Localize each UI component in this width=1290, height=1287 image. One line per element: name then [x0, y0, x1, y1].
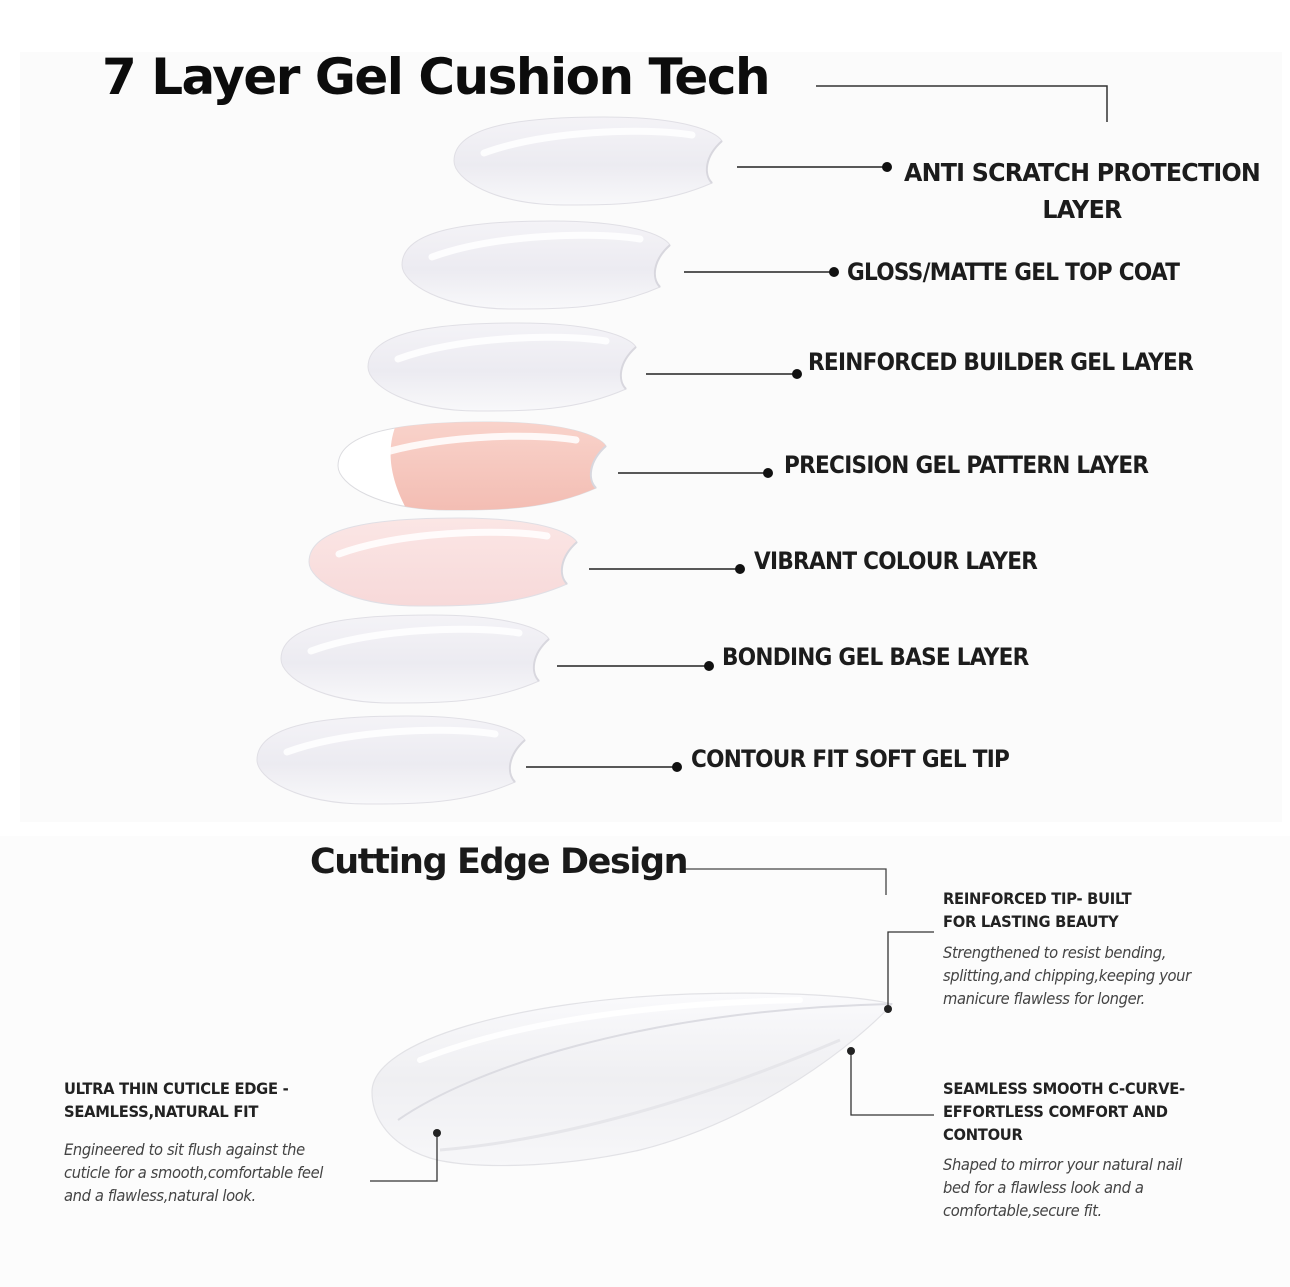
tip-leader-line	[887, 931, 934, 1009]
feature-tip-description: Strengthened to resist bending, splittin…	[943, 941, 1191, 1010]
layer-leader-dot	[763, 468, 773, 478]
feature-tip-heading-line: REINFORCED TIP- BUILT	[943, 889, 1132, 908]
layer-label-top-coat: GLOSS/MATTE GEL TOP COAT	[847, 258, 1180, 286]
nail-gloss-highlight	[364, 432, 580, 462]
layer-leader-dot	[735, 564, 745, 574]
nail-gloss-highlight	[428, 231, 644, 261]
side-nail-lower-shadow	[439, 1038, 841, 1152]
layer-label-anti-scratch: ANTI SCRATCH PROTECTION LAYER	[903, 158, 1261, 224]
feature-tip-heading-line: FOR LASTING BEAUTY	[943, 912, 1119, 931]
feature-curve-heading-line: SEAMLESS SMOOTH C-CURVE-	[943, 1079, 1185, 1098]
layer-leader-dot	[792, 369, 802, 379]
nail-free-edge	[532, 638, 550, 682]
feature-tip-heading: REINFORCED TIP- BUILT FOR LASTING BEAUTY	[943, 887, 1132, 933]
feature-curve-heading: SEAMLESS SMOOTH C-CURVE- EFFORTLESS COMF…	[943, 1077, 1185, 1146]
nail-free-edge	[508, 739, 526, 783]
side-view-nail	[371, 992, 894, 1167]
layer-leader-dot	[882, 162, 892, 172]
nail-layer-1	[453, 116, 723, 206]
nail-free-edge	[589, 445, 607, 489]
feature-cuticle-heading-line: SEAMLESS,NATURAL FIT	[64, 1102, 259, 1121]
nail-layer-2	[401, 220, 671, 310]
leader-lines	[526, 162, 892, 772]
nail-gloss-highlight	[307, 625, 523, 655]
feature-tip-description-line: Strengthened to resist bending,	[943, 943, 1167, 962]
cuticle-leader-line	[370, 1133, 438, 1182]
layer-leader-dot	[704, 661, 714, 671]
cuticle-leader-dot	[433, 1129, 441, 1137]
nail-gloss-highlight	[335, 528, 551, 558]
side-nail-curve-edge	[397, 1003, 893, 1121]
curve-leader-line	[850, 1051, 934, 1116]
page-title: 7 Layer Gel Cushion Tech	[102, 48, 771, 106]
nail-gloss-highlight	[283, 726, 499, 756]
feature-cuticle-heading-line: ULTRA THIN CUTICLE EDGE -	[64, 1079, 289, 1098]
layer-label-builder-gel: REINFORCED BUILDER GEL LAYER	[808, 348, 1194, 376]
nail-free-edge	[619, 346, 637, 390]
nail-free-edge	[560, 541, 578, 585]
title-connector-line	[816, 85, 1108, 122]
feature-curve-description-line: bed for a flawless look and a	[943, 1178, 1144, 1197]
curve-leader-dot	[847, 1047, 855, 1055]
feature-curve-description-line: Shaped to mirror your natural nail	[943, 1155, 1182, 1174]
layer-leader-dot	[672, 762, 682, 772]
nail-layer-5	[308, 517, 578, 607]
nail-gloss-highlight	[394, 333, 610, 363]
layer-label-soft-tip: CONTOUR FIT SOFT GEL TIP	[691, 745, 1010, 773]
tip-leader-dot	[884, 1005, 892, 1013]
nail-layer-7	[256, 715, 526, 805]
nail-layer-stack	[256, 116, 723, 805]
nail-free-edge	[705, 140, 723, 184]
feature-tip-description-line: manicure flawless for longer.	[943, 989, 1145, 1008]
feature-cuticle-description-line: Engineered to sit flush against the	[64, 1140, 305, 1159]
feature-cuticle-description: Engineered to sit flush against the cuti…	[64, 1138, 323, 1207]
side-nail-highlight	[417, 997, 803, 1063]
layer-label-base: BONDING GEL BASE LAYER	[722, 643, 1029, 671]
feature-cuticle-description-line: and a flawless,natural look.	[64, 1186, 256, 1205]
layer-label-colour: VIBRANT COLOUR LAYER	[754, 547, 1038, 575]
nail-layer-3	[367, 322, 637, 412]
feature-curve-heading-line: EFFORTLESS COMFORT AND	[943, 1102, 1168, 1121]
design-section-title: Cutting Edge Design	[310, 842, 689, 882]
nail-layer-4	[337, 421, 607, 511]
nail-free-edge	[653, 244, 671, 288]
design-title-connector	[684, 868, 887, 895]
layer-leader-dot	[829, 267, 839, 277]
feature-curve-description-line: comfortable,secure fit.	[943, 1201, 1102, 1220]
feature-tip-description-line: splitting,and chipping,keeping your	[943, 966, 1191, 985]
feature-curve-description: Shaped to mirror your natural nail bed f…	[943, 1153, 1182, 1222]
nail-gloss-highlight	[480, 127, 696, 157]
feature-cuticle-description-line: cuticle for a smooth,comfortable feel	[64, 1163, 324, 1182]
nail-layer-6	[280, 614, 550, 704]
feature-cuticle-heading: ULTRA THIN CUTICLE EDGE - SEAMLESS,NATUR…	[64, 1077, 289, 1123]
layer-label-pattern: PRECISION GEL PATTERN LAYER	[784, 451, 1149, 479]
feature-curve-heading-line: CONTOUR	[943, 1125, 1023, 1144]
side-nail-body	[371, 992, 894, 1167]
